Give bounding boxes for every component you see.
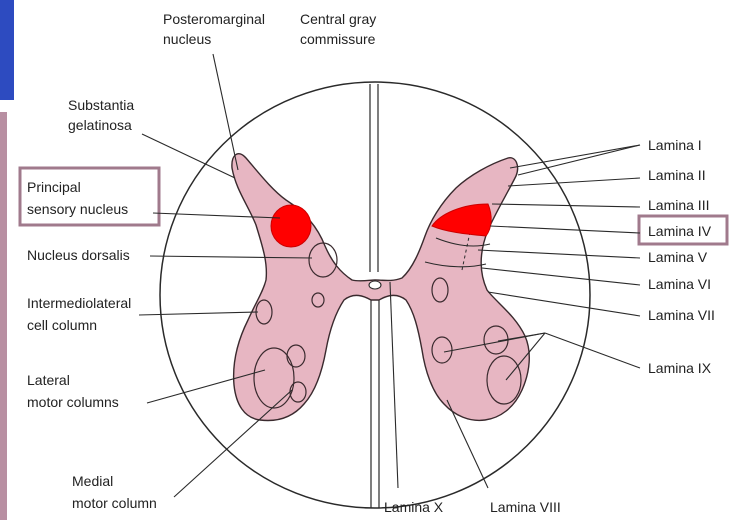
label-lateral-motor-columns: Lateral motor columns — [27, 372, 119, 410]
label-lamina-iii: Lamina III — [648, 197, 709, 213]
label-lamina-ii: Lamina II — [648, 167, 706, 183]
label-lamina-iv: Lamina IV — [648, 223, 712, 239]
label-principal-sensory-nucleus: Principal sensory nucleus — [27, 179, 128, 217]
label-central-gray-commissure: Central gray commissure — [300, 11, 380, 47]
label-substantia-gelatinosa: Substantia gelatinosa — [68, 97, 138, 133]
label-lamina-i: Lamina I — [648, 137, 702, 153]
central-canal — [369, 281, 381, 289]
label-lamina-ix: Lamina IX — [648, 360, 712, 376]
label-nucleus-dorsalis: Nucleus dorsalis — [27, 247, 130, 263]
left-edge-bar-blue — [0, 0, 14, 100]
label-lamina-viii: Lamina VIII — [490, 499, 561, 515]
principal-sensory-nucleus-highlight — [271, 205, 311, 247]
left-edge-bar-mauve — [0, 112, 7, 520]
label-posteromarginal-nucleus: Posteromarginal nucleus — [163, 11, 269, 47]
label-lamina-vii: Lamina VII — [648, 307, 715, 323]
label-lamina-vi: Lamina VI — [648, 276, 711, 292]
label-lamina-x: Lamina X — [384, 499, 444, 515]
label-lamina-v: Lamina V — [648, 249, 708, 265]
label-intermediolateral-cell-column: Intermediolateral cell column — [27, 295, 135, 333]
label-medial-motor-column: Medial motor column — [72, 473, 157, 511]
